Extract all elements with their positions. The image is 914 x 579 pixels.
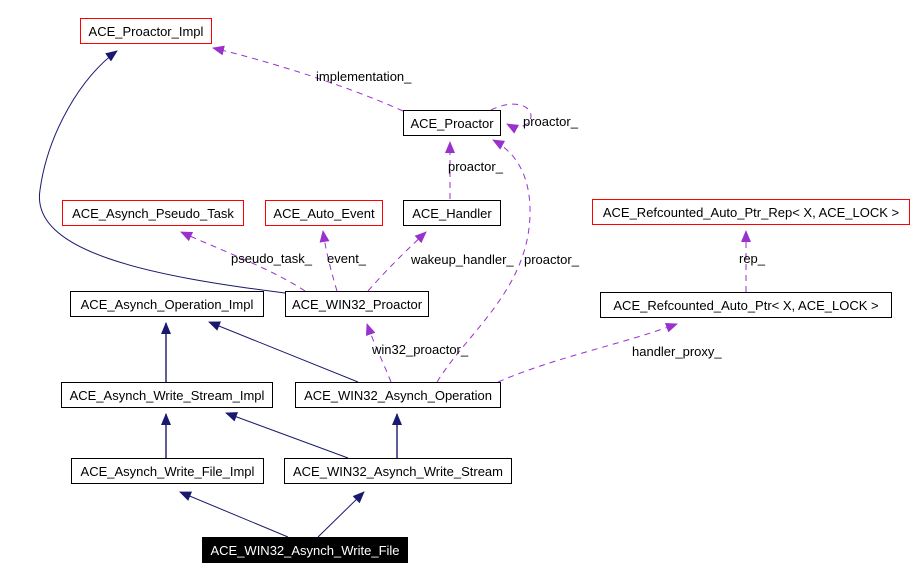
- node-ace-asynch-operation-impl[interactable]: ACE_Asynch_Operation_Impl: [70, 291, 264, 317]
- edge-label-win32-proactor: win32_proactor_: [372, 342, 469, 357]
- node-ace-asynch-write-stream-impl[interactable]: ACE_Asynch_Write_Stream_Impl: [61, 382, 273, 408]
- edge-label-wakeup-handler: wakeup_handler_: [411, 252, 514, 267]
- node-ace-proactor-impl[interactable]: ACE_Proactor_Impl: [80, 18, 212, 44]
- edge-label-proactor-self: proactor_: [523, 114, 578, 129]
- edge-inherit-win32writestream-to-writestreamimpl: [225, 412, 349, 459]
- edge-use-win32proactor-to-handler: [367, 231, 427, 292]
- edge-inherit-win32writefile-to-win32writestream: [317, 491, 365, 538]
- edge-use-win32proactor-to-pseudotask: [180, 231, 306, 292]
- edge-label-proactor-handler: proactor_: [448, 159, 503, 174]
- edge-label-event: event_: [327, 251, 367, 266]
- edge-label-rep: rep_: [739, 251, 766, 266]
- edge-use-implementation: [212, 45, 404, 112]
- edge-inherit-win32op-to-operationimpl: [208, 321, 359, 383]
- node-ace-handler[interactable]: ACE_Handler: [403, 200, 501, 226]
- edge-use-win32op-to-proactor: [436, 139, 531, 383]
- node-ace-asynch-pseudo-task[interactable]: ACE_Asynch_Pseudo_Task: [62, 200, 244, 226]
- node-ace-refcounted-auto-ptr-rep[interactable]: ACE_Refcounted_Auto_Ptr_Rep< X, ACE_LOCK…: [592, 199, 910, 225]
- edge-use-win32op-to-win32proactor: [365, 323, 392, 383]
- edge-inherit-win32proactor-to-proactorimpl: [39, 50, 286, 294]
- edge-label-handler-proxy: handler_proxy_: [632, 344, 722, 359]
- edge-inherit-win32writefile-to-writefileimpl: [179, 491, 289, 538]
- edge-use-win32op-to-refptr: [497, 323, 678, 383]
- node-ace-win32-proactor[interactable]: ACE_WIN32_Proactor: [285, 291, 429, 317]
- node-ace-auto-event[interactable]: ACE_Auto_Event: [265, 200, 383, 226]
- node-ace-win32-asynch-write-file: ACE_WIN32_Asynch_Write_File: [202, 537, 408, 563]
- node-ace-win32-asynch-operation[interactable]: ACE_WIN32_Asynch_Operation: [295, 382, 501, 408]
- edge-label-pseudo-task: pseudo_task_: [231, 251, 312, 266]
- edge-use-win32proactor-to-autoevent: [319, 230, 338, 292]
- node-ace-win32-asynch-write-stream[interactable]: ACE_WIN32_Asynch_Write_Stream: [284, 458, 512, 484]
- edge-label-implementation: implementation_: [316, 69, 412, 84]
- edge-label-proactor-operation: proactor_: [524, 252, 579, 267]
- node-ace-refcounted-auto-ptr[interactable]: ACE_Refcounted_Auto_Ptr< X, ACE_LOCK >: [600, 292, 892, 318]
- edge-use-proactor-self-loop: [490, 103, 532, 134]
- node-ace-proactor[interactable]: ACE_Proactor: [403, 110, 501, 136]
- node-ace-asynch-write-file-impl[interactable]: ACE_Asynch_Write_File_Impl: [71, 458, 264, 484]
